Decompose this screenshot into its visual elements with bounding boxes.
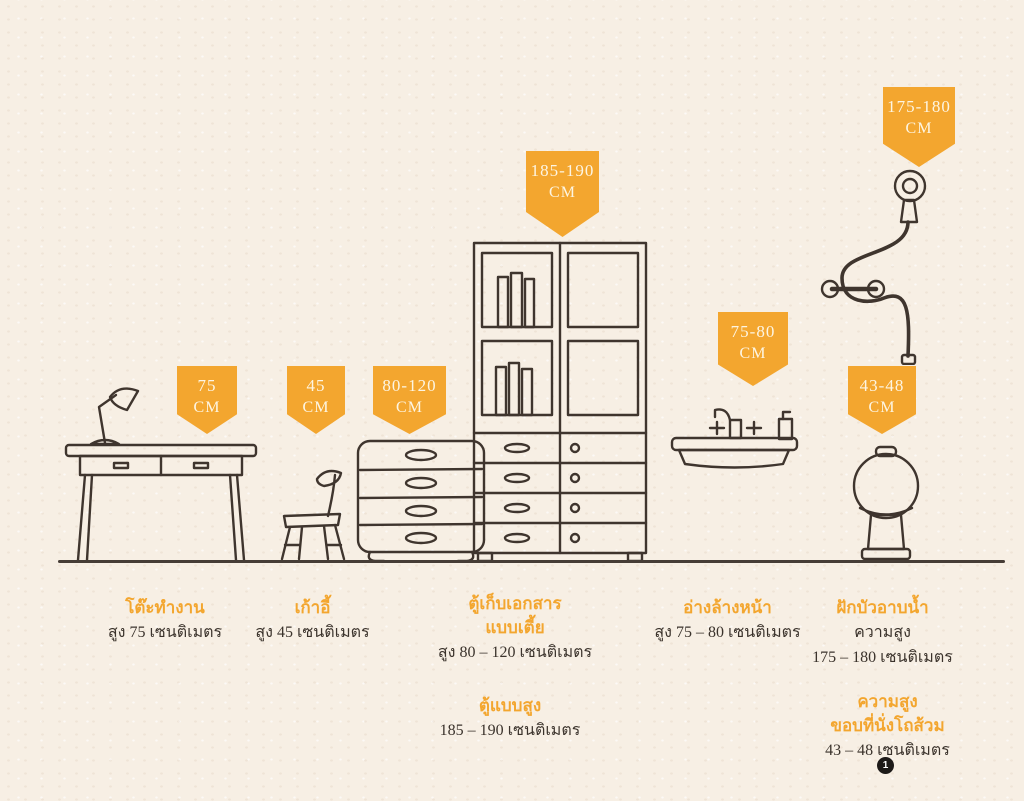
banner-unit: CM (396, 399, 423, 416)
height-banner-low-cabinet: 80-120 CM (373, 366, 446, 434)
shower-illustration (820, 169, 927, 365)
desk-label-caption: สูง 75 เซนติเมตร (107, 624, 223, 641)
height-banner-tall-cabinet: 185-190 CM (526, 151, 599, 237)
chair-label-caption: สูง 45 เซนติเมตร (255, 624, 370, 641)
banner-value: 175-180 (887, 97, 951, 116)
banner-value: 75 (197, 376, 217, 395)
shower-label-caption: ความสูง (854, 624, 911, 641)
banner-value: 185-190 (530, 161, 595, 180)
toilet-label: ความสูง ขอบที่นั่งโถส้วม 43 – 48 เซนติเม… (795, 690, 980, 763)
banner-unit: CM (302, 399, 330, 416)
tall-cabinet-label-title: ตู้แบบสูง (478, 696, 542, 715)
banner-value: 43-48 (859, 376, 905, 395)
toilet-label-caption: 43 – 48 เซนติเมตร (825, 742, 950, 759)
toilet-label-subtitle: ขอบที่นั่งโถส้วม (830, 716, 945, 735)
banner-unit: CM (868, 399, 896, 416)
height-banner-chair: 45 CM (287, 366, 345, 434)
sink-label-caption: สูง 75 – 80 เซนติเมตร (654, 624, 801, 641)
low-cabinet-label-caption: สูง 80 – 120 เซนติเมตร (437, 644, 593, 661)
tall-cabinet-illustration (472, 241, 648, 563)
tall-cabinet-label: ตู้แบบสูง 185 – 190 เซนติเมตร (415, 694, 605, 743)
tall-cabinet-label-caption: 185 – 190 เซนติเมตร (439, 722, 581, 739)
desk-illustration (64, 387, 258, 562)
low-cabinet-illustration (356, 439, 486, 563)
banner-unit: CM (905, 120, 933, 137)
banner-unit: CM (739, 345, 767, 362)
banner-unit: CM (549, 184, 576, 201)
desk-label: โต๊ะทำงาน สูง 75 เซนติเมตร (75, 596, 255, 645)
toilet-label-title: ความสูง (857, 692, 918, 711)
desk-label-title: โต๊ะทำงาน (125, 598, 205, 617)
low-cabinet-label-title: ตู้เก็บเอกสาร (468, 594, 562, 613)
shower-label-caption2: 175 – 180 เซนติเมตร (812, 649, 953, 666)
page-marker: 1 (877, 757, 894, 774)
height-banner-toilet: 43-48 CM (848, 366, 916, 434)
chair-illustration (280, 469, 346, 561)
banner-unit: CM (193, 399, 221, 416)
sink-label: อ่างล้างหน้า สูง 75 – 80 เซนติเมตร (640, 596, 815, 645)
chair-label: เก้าอี้ สูง 45 เซนติเมตร (235, 596, 390, 645)
shower-label-title: ฝักบัวอาบน้ำ (836, 598, 929, 617)
shower-label: ฝักบัวอาบน้ำ ความสูง 175 – 180 เซนติเมตร (790, 596, 975, 670)
low-cabinet-label-subtitle: แบบเตี้ย (485, 618, 545, 637)
floor-line (58, 560, 1005, 563)
sink-label-title: อ่างล้างหน้า (683, 598, 772, 617)
height-banner-sink: 75-80 CM (718, 312, 788, 386)
chair-label-title: เก้าอี้ (294, 598, 331, 617)
banner-value: 45 (306, 376, 326, 395)
banner-value: 80-120 (382, 376, 437, 395)
low-cabinet-label: ตู้เก็บเอกสาร แบบเตี้ย สูง 80 – 120 เซนต… (420, 592, 610, 665)
height-banner-shower: 175-180 CM (883, 87, 955, 167)
banner-value: 75-80 (730, 322, 776, 341)
sink-illustration (670, 408, 799, 469)
toilet-illustration (852, 445, 920, 561)
